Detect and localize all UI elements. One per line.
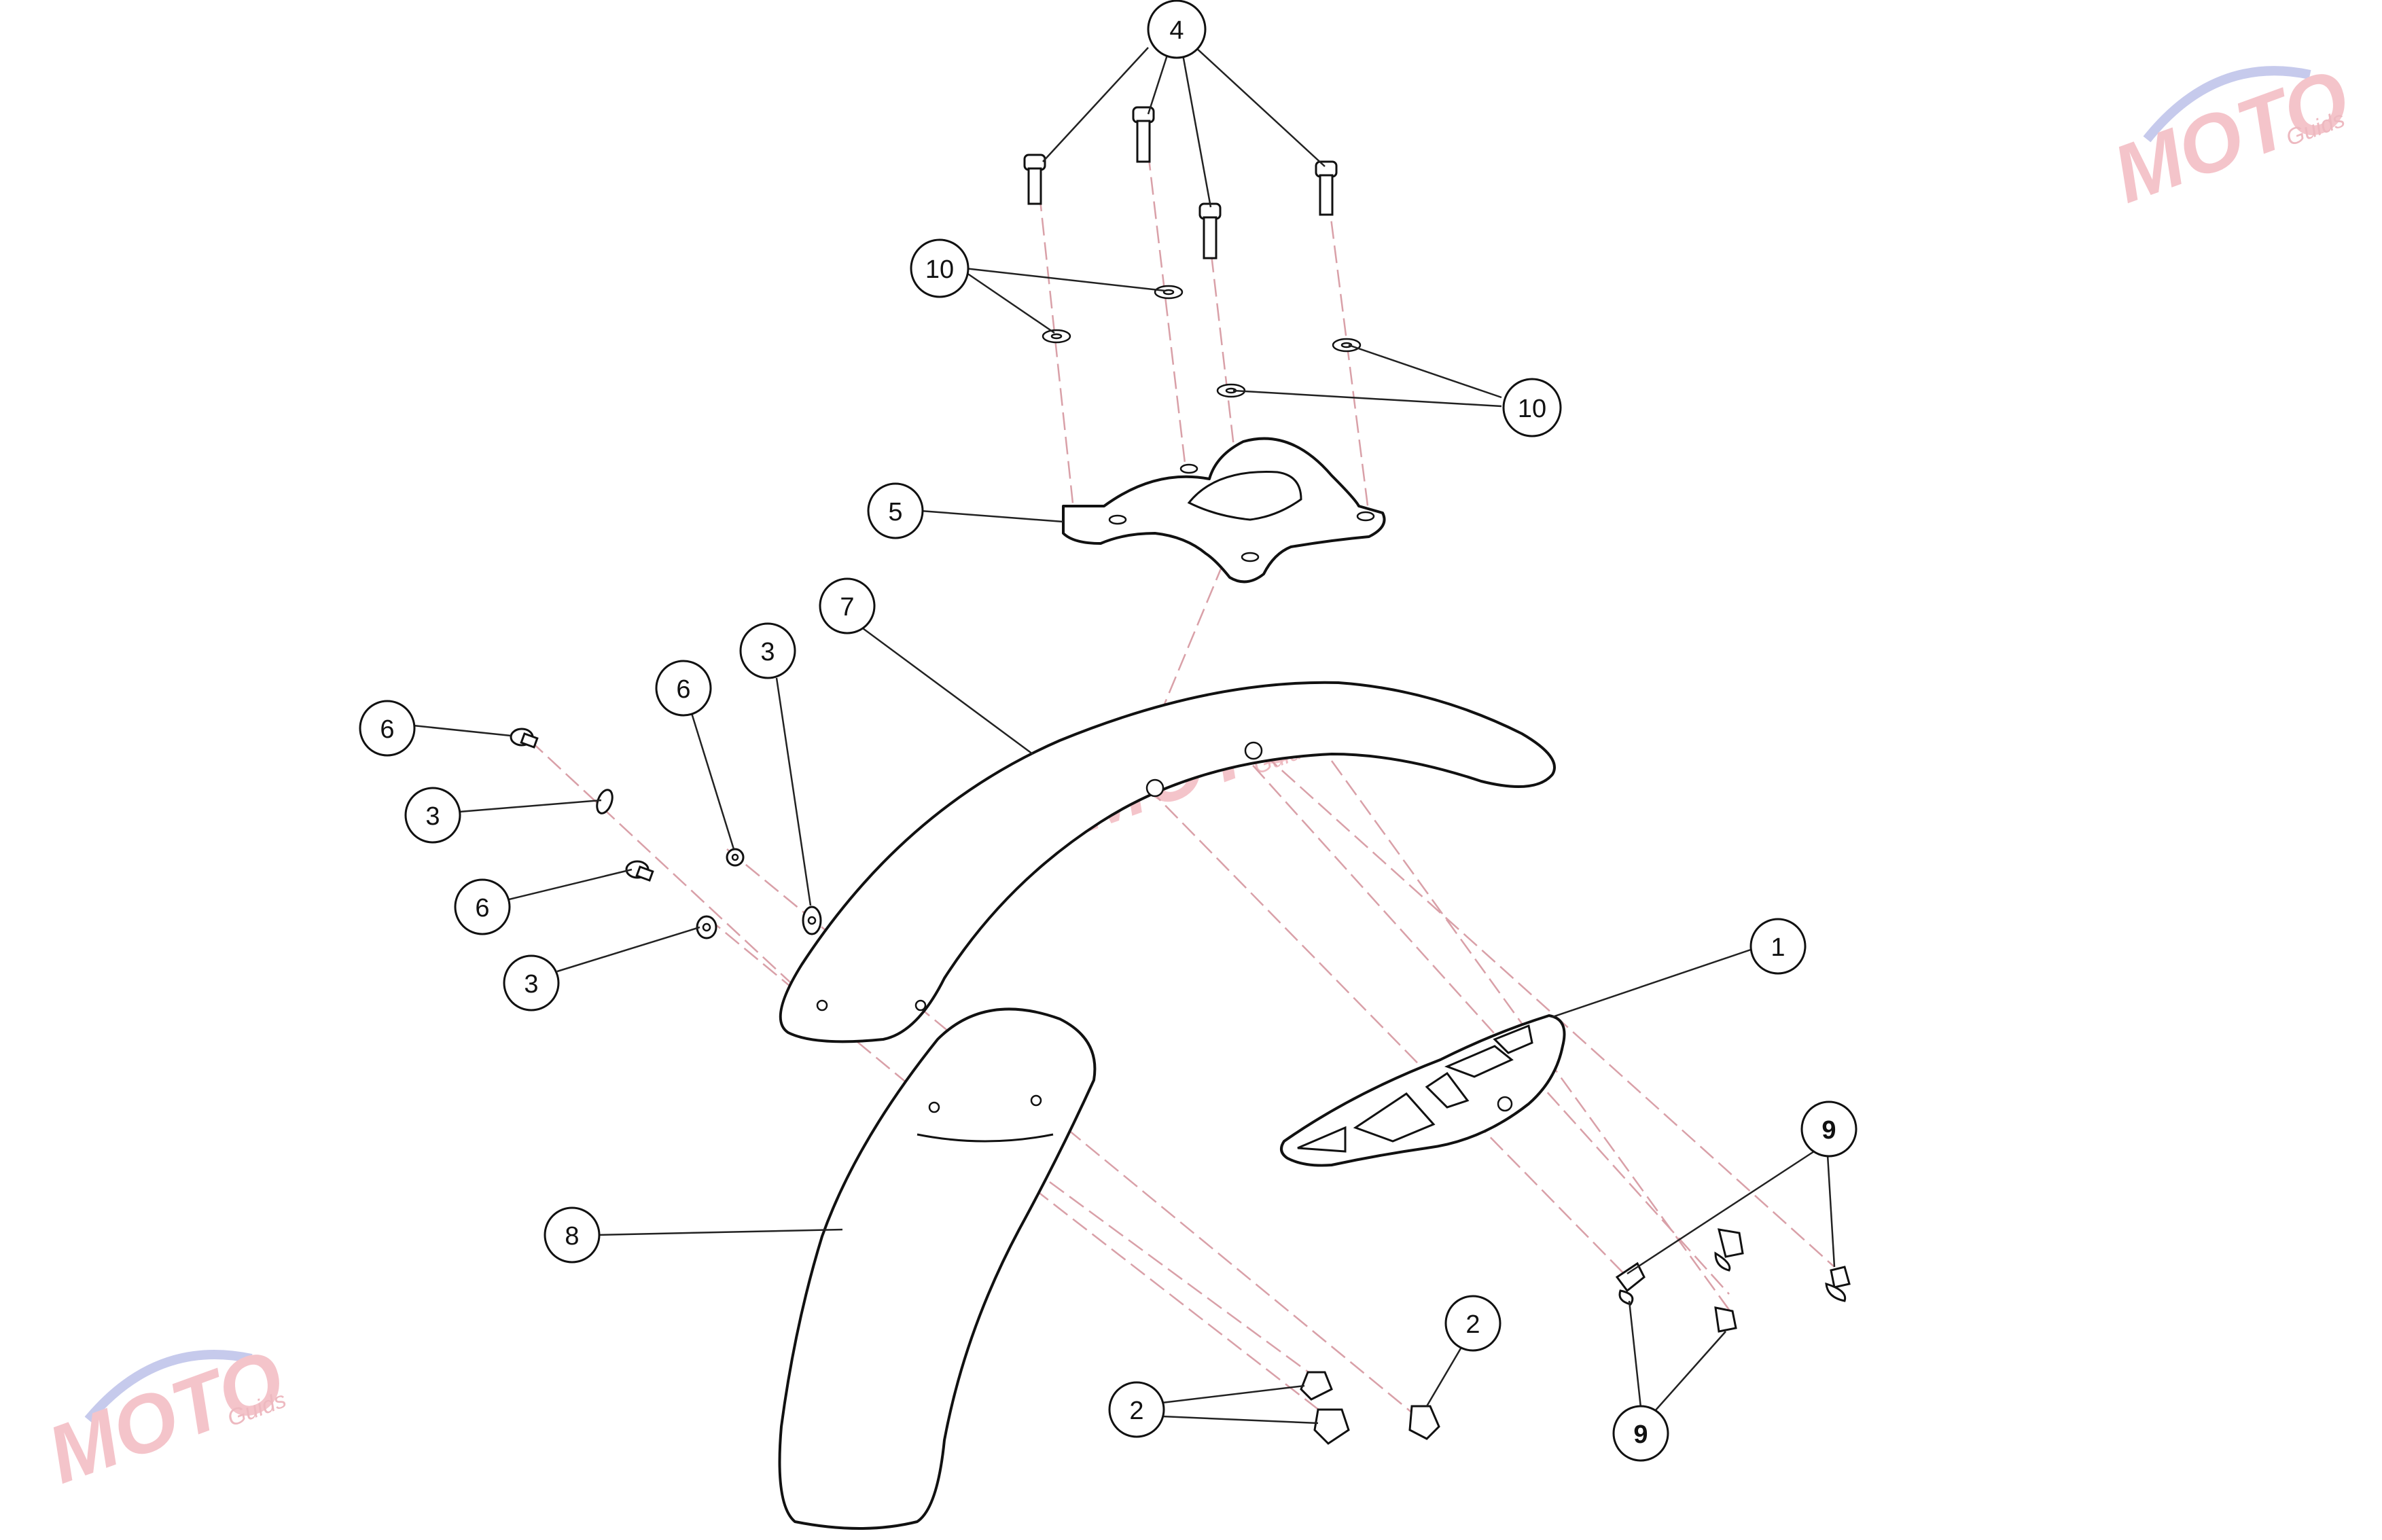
callout-10-right: 10	[1502, 378, 1562, 437]
callout-label: 2	[1129, 1397, 1143, 1425]
rivet-part-9	[1615, 1228, 1851, 1333]
callout-10-left: 10	[910, 238, 970, 298]
watermark-top-right: MOTO Guids	[2101, 52, 2361, 220]
callout-label: 5	[888, 498, 902, 526]
upper-fender-part-7	[779, 681, 1556, 1043]
bolt-part-4	[1023, 106, 1338, 259]
callout-6-mid: 6	[655, 660, 712, 717]
lower-fender-part-8	[778, 1007, 1097, 1530]
callout-label: 3	[524, 970, 538, 999]
callout-9-top: 9	[1800, 1100, 1857, 1158]
callout-label: 2	[1465, 1310, 1480, 1339]
callout-8: 8	[544, 1206, 601, 1264]
callout-label: 1	[1771, 933, 1785, 962]
callout-3-a: 3	[404, 787, 461, 844]
callout-label: 10	[925, 255, 954, 284]
washer-part-10	[1042, 285, 1362, 398]
callout-5: 5	[867, 482, 924, 539]
callout-label: 8	[565, 1222, 579, 1251]
callout-7: 7	[819, 577, 876, 634]
callout-label: 6	[380, 715, 394, 744]
bracket-part-5	[1062, 437, 1386, 584]
callout-6-b: 6	[454, 878, 511, 935]
callout-3-b: 3	[503, 954, 560, 1011]
clip-nut-part-2	[1300, 1371, 1440, 1445]
callout-label: 6	[475, 894, 489, 923]
callout-label: 3	[760, 638, 775, 666]
watermark-bottom-left: MOTO Guids	[36, 1332, 296, 1501]
leader-lines	[412, 47, 1836, 1425]
callout-4: 4	[1147, 0, 1207, 59]
callout-label: 9	[1633, 1420, 1648, 1449]
callout-label: 7	[840, 593, 854, 622]
callout-label: 10	[1518, 395, 1546, 423]
callout-1: 1	[1749, 918, 1807, 975]
callout-2-left: 2	[1108, 1381, 1165, 1438]
washer-part-3	[596, 789, 822, 939]
callout-6-top: 6	[359, 700, 416, 757]
screw-part-6	[510, 728, 745, 882]
callout-label: 3	[425, 802, 440, 831]
callout-label: 4	[1169, 16, 1184, 45]
callout-label: 6	[676, 675, 690, 704]
guard-part-1	[1280, 1014, 1566, 1167]
callout-label: 9	[1821, 1116, 1836, 1145]
callout-3-top: 3	[739, 622, 796, 679]
callout-2-right: 2	[1444, 1295, 1501, 1352]
callout-9-bottom: 9	[1612, 1405, 1669, 1462]
